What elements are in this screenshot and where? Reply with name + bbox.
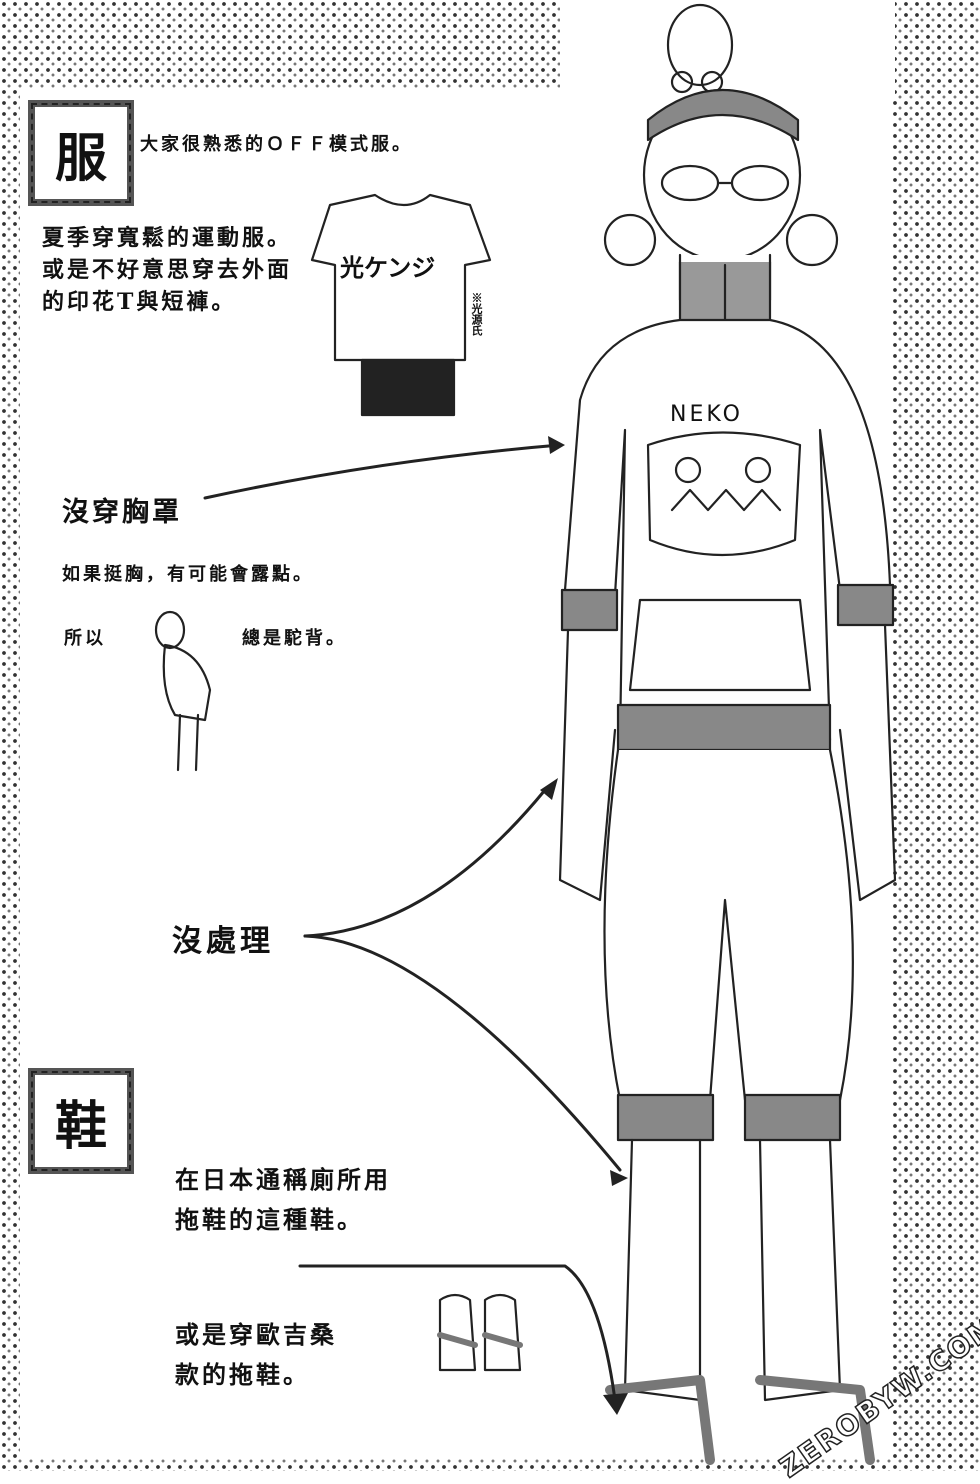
clothes-line: 的印花T與短褲。 bbox=[42, 289, 237, 315]
clothes-intro: 大家很熟悉的ＯＦＦ模式服。 bbox=[140, 134, 413, 155]
shoes-line: 拖鞋的這種鞋。 bbox=[175, 1205, 364, 1234]
arrow-no-bra bbox=[203, 443, 562, 500]
unshaved-label: 沒處理 bbox=[172, 924, 274, 959]
hunch-text: 總是駝背。 bbox=[242, 628, 347, 649]
clothes-line: 或是不好意思穿去外面 bbox=[42, 257, 293, 283]
shoes-text-1: 在日本通稱廁所用 拖鞋的這種鞋。 bbox=[175, 1160, 391, 1240]
so-text: 所以 bbox=[64, 628, 106, 649]
shorts-drawing bbox=[360, 358, 456, 417]
tshirt-note: ※光源氏 bbox=[470, 292, 483, 336]
shoes-heading-box: 鞋 bbox=[28, 1068, 134, 1174]
arrow-unshaved-1 bbox=[303, 788, 547, 938]
arrow-unshaved-2 bbox=[303, 934, 622, 1172]
tshirt-print: 光ケンジ bbox=[340, 253, 436, 282]
arrow-shoes bbox=[298, 1264, 617, 1402]
main-character bbox=[558, 3, 897, 1465]
shoes-line: 款的拖鞋。 bbox=[175, 1360, 310, 1389]
shoes-heading: 鞋 bbox=[54, 1095, 107, 1157]
shoes-line: 在日本通稱廁所用 bbox=[175, 1165, 391, 1194]
shirt-print-neko: NEKO bbox=[670, 402, 743, 427]
clothes-line: 夏季穿寬鬆的運動服。 bbox=[42, 225, 293, 251]
clothes-heading: 服 bbox=[54, 127, 107, 189]
slippers-drawing bbox=[437, 1293, 523, 1372]
no-bra-detail: 如果挺胸，有可能會露點。 bbox=[62, 564, 314, 585]
shoes-text-2: 或是穿歐吉桑 款的拖鞋。 bbox=[175, 1315, 337, 1395]
tshirt-drawing bbox=[310, 193, 492, 362]
no-bra-label: 沒穿胸罩 bbox=[62, 497, 182, 528]
clothes-heading-box: 服 bbox=[28, 100, 134, 206]
clothes-text: 夏季穿寬鬆的運動服。 或是不好意思穿去外面 的印花T與短褲。 bbox=[42, 222, 292, 318]
shoes-line: 或是穿歐吉桑 bbox=[175, 1320, 337, 1349]
hunched-figure bbox=[154, 610, 212, 772]
